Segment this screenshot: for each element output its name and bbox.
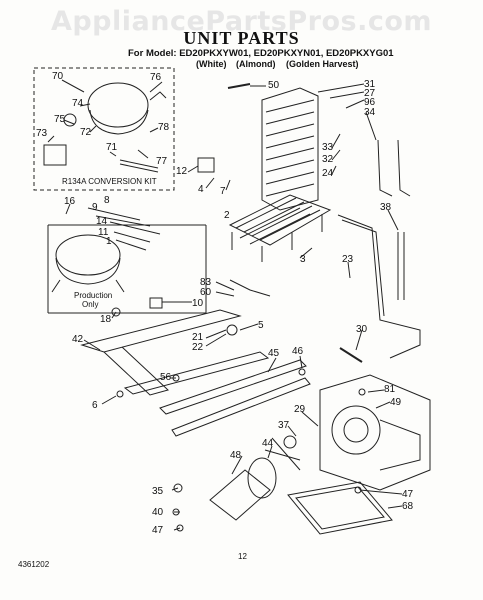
callout: 71 (106, 142, 118, 153)
callout: 74 (72, 98, 84, 109)
production-label: Production (74, 291, 112, 300)
callout: 83 (200, 277, 212, 288)
callout: 81 (384, 384, 396, 395)
condenser-coil (261, 87, 319, 211)
callout: 14 (96, 216, 108, 227)
kit-compressor (87, 82, 149, 128)
footer-page-number: 12 (238, 552, 247, 561)
callout: 77 (156, 156, 168, 167)
footer-doc-number: 4361202 (18, 560, 50, 569)
fan-motor-assembly (209, 435, 301, 521)
callout: 34 (364, 107, 376, 118)
callout: 23 (342, 254, 354, 265)
callout: 38 (380, 202, 392, 213)
callout: 75 (54, 114, 66, 125)
callout: 56 (160, 372, 172, 383)
evaporator (228, 194, 332, 262)
callout: 47 (402, 489, 414, 500)
compressor (51, 234, 125, 293)
callout: 50 (268, 80, 280, 91)
fan-shroud (319, 374, 431, 491)
callout: 96 (364, 97, 376, 108)
callout: 40 (152, 507, 164, 518)
callout: 27 (364, 88, 376, 99)
callout: 24 (322, 168, 334, 179)
callout: 18 (100, 314, 112, 325)
callout: 7 (220, 186, 226, 197)
callout: 4 (198, 184, 204, 195)
callout: 32 (322, 154, 334, 165)
callout: 48 (230, 450, 242, 461)
model-list: For Model: ED20PKXYW01, ED20PKXYN01, ED2… (128, 48, 394, 59)
drain-tube (337, 214, 421, 359)
callout-numbers: 70 76 74 75 72 73 78 71 77 50 31 27 96 3… (36, 71, 414, 536)
callout: 72 (80, 127, 92, 138)
callout: 60 (200, 287, 212, 298)
callout: 45 (268, 348, 280, 359)
kit-relay (43, 144, 67, 166)
callout: 2 (224, 210, 230, 221)
callout: 49 (390, 397, 402, 408)
callout: 22 (192, 342, 204, 353)
callout: 8 (104, 195, 110, 206)
callout: 68 (402, 501, 414, 512)
callout: 46 (292, 346, 304, 357)
callout: 31 (364, 79, 376, 90)
callout: 76 (150, 72, 162, 83)
callout: 35 (152, 486, 164, 497)
page-title: UNIT PARTS (183, 28, 300, 48)
drain-pan (287, 481, 393, 535)
production-label: Only (82, 300, 98, 309)
base-frame (80, 309, 311, 437)
callout: 3 (300, 254, 306, 265)
callout: 44 (262, 438, 274, 449)
kit-label: R134A CONVERSION KIT (62, 177, 157, 186)
callout: 33 (322, 142, 334, 153)
relay-part (197, 157, 215, 173)
callout: 73 (36, 128, 48, 139)
callout: 12 (176, 166, 188, 177)
color-golden-harvest: (Golden Harvest) (286, 59, 359, 69)
callout: 10 (192, 298, 204, 309)
callout: 37 (278, 420, 290, 431)
compressor-area (47, 224, 207, 314)
callout: 1 (106, 236, 112, 247)
callout: 42 (72, 334, 84, 345)
callout: 47 (152, 525, 164, 536)
callout: 16 (64, 196, 76, 207)
callout: 29 (294, 404, 306, 415)
callout: 11 (98, 227, 109, 238)
color-almond: (Almond) (236, 59, 276, 69)
callout: 5 (258, 320, 264, 331)
callout: 21 (192, 332, 204, 343)
callout: 30 (356, 324, 368, 335)
watermark: AppliancePartsPros.com (50, 6, 433, 37)
callout: 78 (158, 122, 170, 133)
color-white: (White) (196, 59, 227, 69)
callout: 6 (92, 400, 98, 411)
callout: 70 (52, 71, 64, 82)
conversion-kit-box (33, 67, 175, 191)
callout: 9 (92, 202, 98, 213)
